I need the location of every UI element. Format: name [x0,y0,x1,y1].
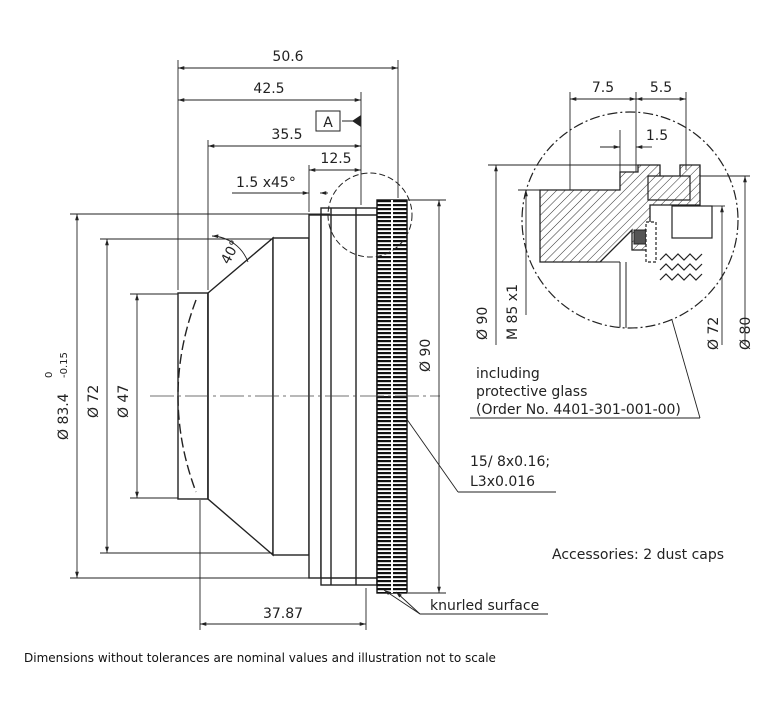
note-thread-2: L3x0.016 [470,474,535,490]
datum-triangle [352,115,361,127]
dim-dia-72: Ø 72 [86,385,102,418]
dim-tol-lower: -0.15 [59,352,70,378]
detail-thread: M 85 x1 [505,284,521,340]
dim-dia-47: Ø 47 [116,385,132,418]
datum-label: A [323,115,333,131]
detail-dimensions [488,92,750,345]
note-glass-2: protective glass [476,384,587,400]
note-glass-1: including [476,366,540,382]
dim-50-6: 50.6 [272,49,303,65]
detail-view [521,111,739,329]
dim-12-5: 12.5 [320,151,351,167]
vertical-dimensions [70,199,446,594]
detail-dim-dia-80: Ø 80 [738,317,754,350]
detail-dim-dia-90: Ø 90 [475,307,491,340]
note-glass-3: (Order No. 4401-301-001-00) [476,402,681,418]
detail-dim-5-5: 5.5 [650,80,672,96]
dim-angle: 40° [218,238,244,267]
dim-dia-83-4: Ø 83.4 [56,393,72,440]
dim-dia-90: Ø 90 [418,339,434,372]
note-thread-1: 15/ 8x0.16; [470,454,550,470]
detail-dim-dia-72: Ø 72 [706,317,722,350]
datum-box [315,110,341,132]
dim-37-87: 37.87 [263,606,303,622]
dim-tol-upper: 0 [44,372,55,378]
footer-note: Dimensions without tolerances are nomina… [24,651,496,665]
note-accessories: Accessories: 2 dust caps [552,547,724,563]
dim-35-5: 35.5 [271,127,302,143]
detail-marker-circle [327,172,413,258]
detail-dim-7-5: 7.5 [592,80,614,96]
dim-42-5: 42.5 [253,81,284,97]
dim-chamfer: 1.5 x45° [236,175,296,191]
horizontal-dimensions [177,60,399,630]
note-knurled: knurled surface [430,598,539,614]
lens-body [177,207,378,586]
detail-dim-1-5: 1.5 [646,128,668,144]
knurled-ring [376,199,408,594]
